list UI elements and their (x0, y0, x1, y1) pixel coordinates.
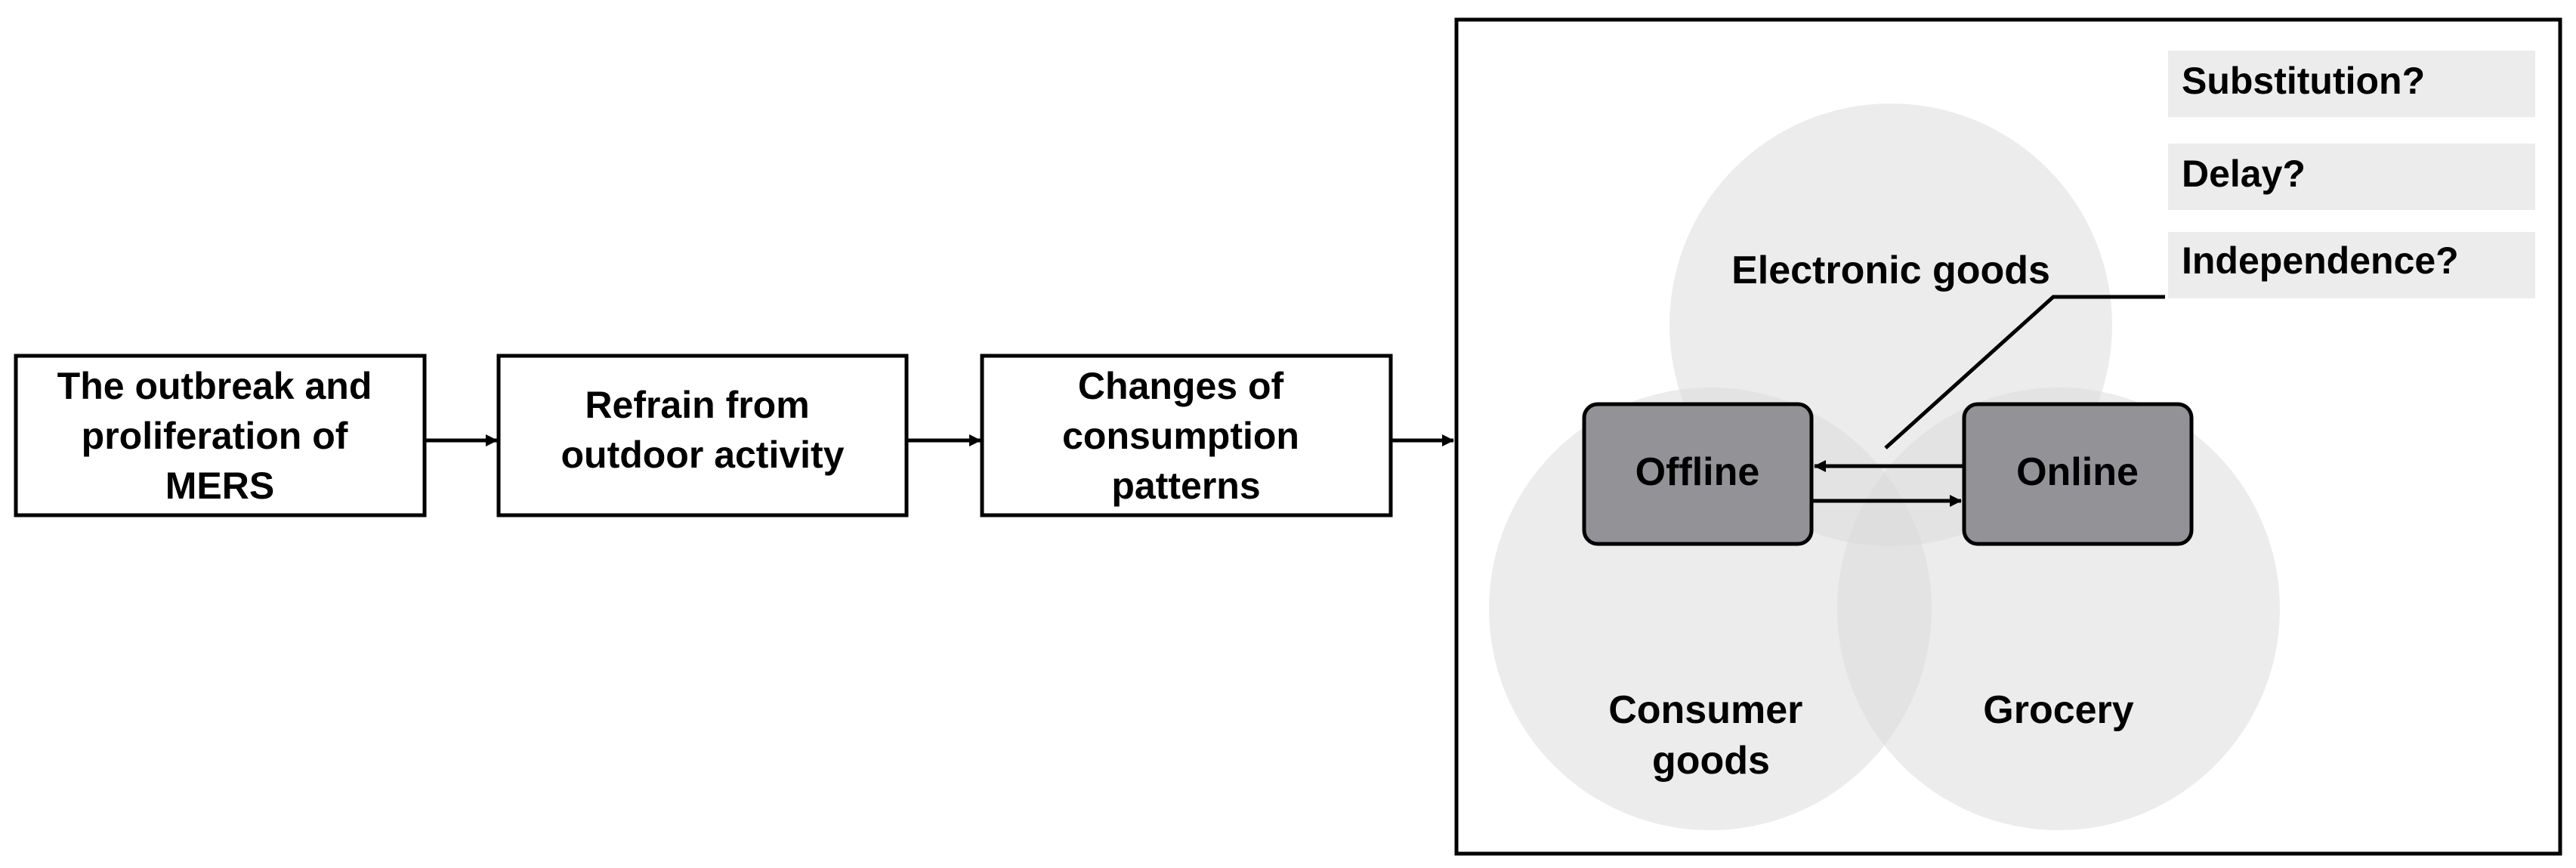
label-consumer-goods-line-1: Consumer (1608, 688, 1802, 732)
question-delay-text: Delay? (2182, 153, 2306, 195)
step-changes-line-1: Changes of (1078, 365, 1284, 407)
step-outbreak-line-2: proliferation of (82, 415, 348, 457)
flow-step-refrain: Refrain from outdoor activity (496, 354, 909, 517)
svg-text:The outbreak and prolife: The outbreak and proliferation of MERS (57, 365, 383, 507)
channel-online: Online (1962, 402, 2194, 546)
flow-step-changes: Changes of consumption patterns (980, 354, 1393, 517)
step-refrain-line-1: Refrain from (585, 384, 809, 426)
channel-online-label: Online (2016, 450, 2139, 494)
svg-text:Changes of consumption: Changes of consumption patterns (1062, 365, 1310, 507)
step-outbreak-line-3: MERS (165, 465, 274, 507)
question-delay: Delay? (2168, 144, 2535, 210)
channel-offline-label: Offline (1635, 450, 1760, 494)
step-outbreak-line-1: The outbreak and (57, 365, 372, 407)
flow-step-outbreak: The outbreak and proliferation of MERS (14, 354, 427, 517)
label-electronic-goods: Electronic goods (1731, 249, 2050, 292)
channel-offline: Offline (1582, 402, 1814, 546)
step-refrain-line-2: outdoor activity (561, 434, 844, 476)
label-grocery: Grocery (1983, 688, 2134, 732)
question-independence: Independence? (2168, 232, 2535, 298)
question-substitution: Substitution? (2168, 51, 2535, 117)
step-changes-line-2: consumption (1062, 415, 1299, 457)
step-changes-line-3: patterns (1111, 465, 1260, 507)
question-connector-line (1884, 295, 2165, 449)
question-substitution-text: Substitution? (2182, 60, 2425, 102)
label-consumer-goods-line-2: goods (1652, 739, 1770, 783)
question-independence-text: Independence? (2182, 239, 2459, 282)
svg-text:Consumer goods: Consumer goods (1608, 688, 1814, 783)
svg-text:Refrain from outdoor act: Refrain from outdoor activity (561, 384, 844, 476)
